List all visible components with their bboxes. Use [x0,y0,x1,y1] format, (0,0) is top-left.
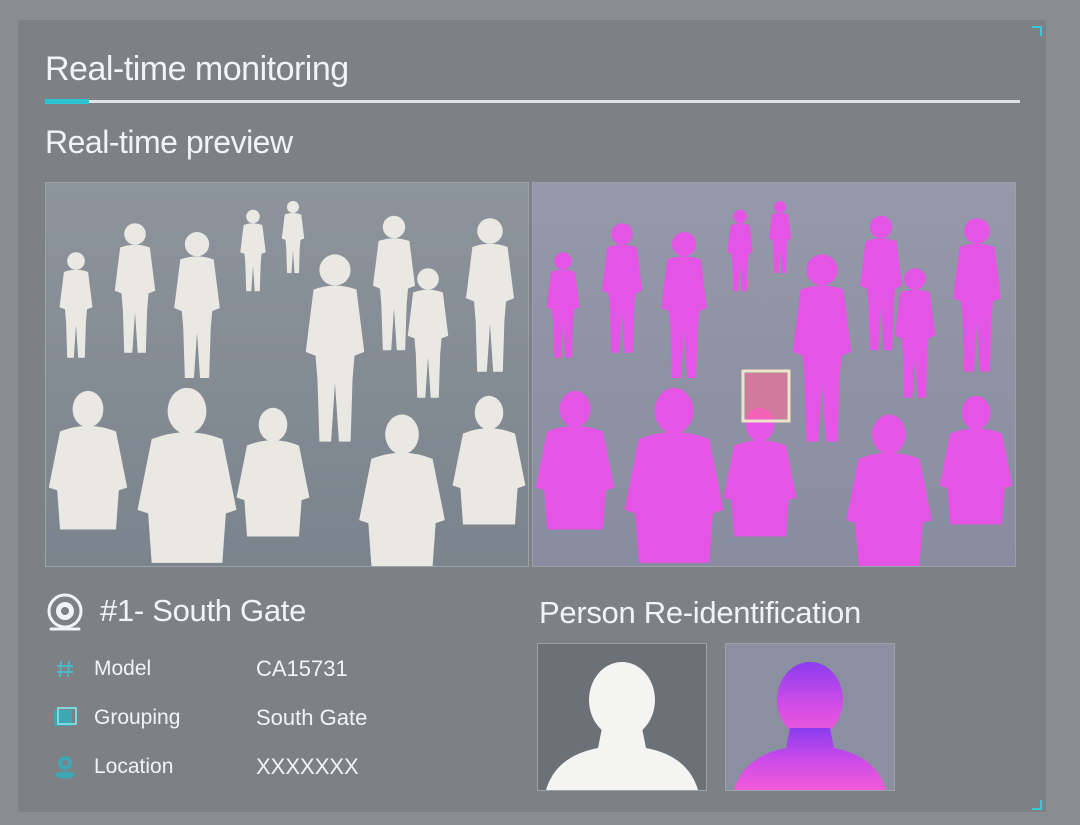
reid-query-thumbnail[interactable] [537,643,707,791]
title-divider [45,99,1020,104]
detected-face [745,373,787,419]
detail-label: Location [94,755,174,778]
title-accent [45,99,89,104]
location-icon [52,754,78,780]
corner-bracket [1032,26,1042,36]
crowd-segmented-image [535,201,1013,566]
reid-title: Person Re-identification [539,595,861,630]
detail-value: CA15731 [256,656,348,681]
hash-icon [52,656,78,682]
preview-feed-segmented[interactable] [532,182,1016,567]
detail-value: South Gate [256,705,368,730]
detail-row-location: Location XXXXXXX [52,750,359,784]
reid-match-thumbnail[interactable] [725,643,895,791]
page-title: Real-time monitoring [45,50,349,88]
camera-name: #1- South Gate [100,593,307,628]
grouping-icon [52,705,78,731]
detail-row-model: Model CA15731 [52,652,348,686]
person-match-image [734,662,886,790]
person-silhouette-image [546,662,698,790]
detail-label: Grouping [94,706,181,729]
monitoring-panel: Real-time monitoring Real-time preview [18,20,1046,812]
preview-feed-raw[interactable] [45,182,529,567]
camera-icon [45,593,85,633]
detail-value: XXXXXXX [256,754,359,779]
detection-box[interactable] [741,369,791,423]
detail-row-grouping: Grouping South Gate [52,701,367,735]
corner-bracket [1032,800,1042,810]
section-title: Real-time preview [45,124,293,160]
crowd-raw-image [48,201,526,566]
detail-label: Model [94,657,152,680]
